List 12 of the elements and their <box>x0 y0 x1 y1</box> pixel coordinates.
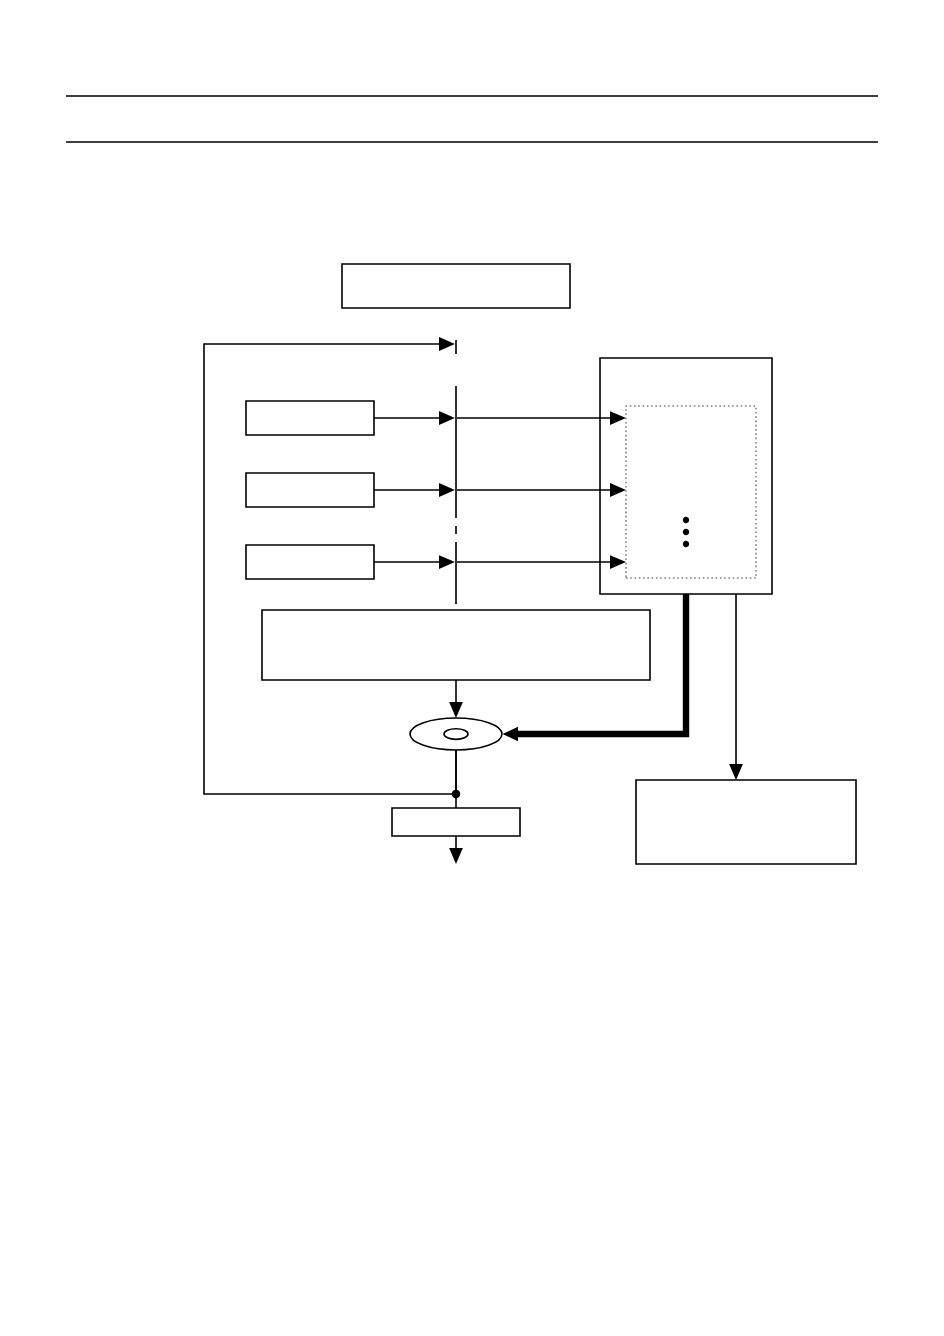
disc-icon <box>409 717 503 751</box>
box <box>261 609 651 681</box>
box <box>635 779 857 865</box>
dotted-box <box>625 405 757 579</box>
box <box>341 263 571 309</box>
box <box>245 400 375 436</box>
vertical-line <box>455 339 457 605</box>
box <box>245 544 375 580</box>
box <box>391 807 521 837</box>
arrow <box>203 337 457 795</box>
box <box>599 357 773 595</box>
box <box>245 472 375 508</box>
